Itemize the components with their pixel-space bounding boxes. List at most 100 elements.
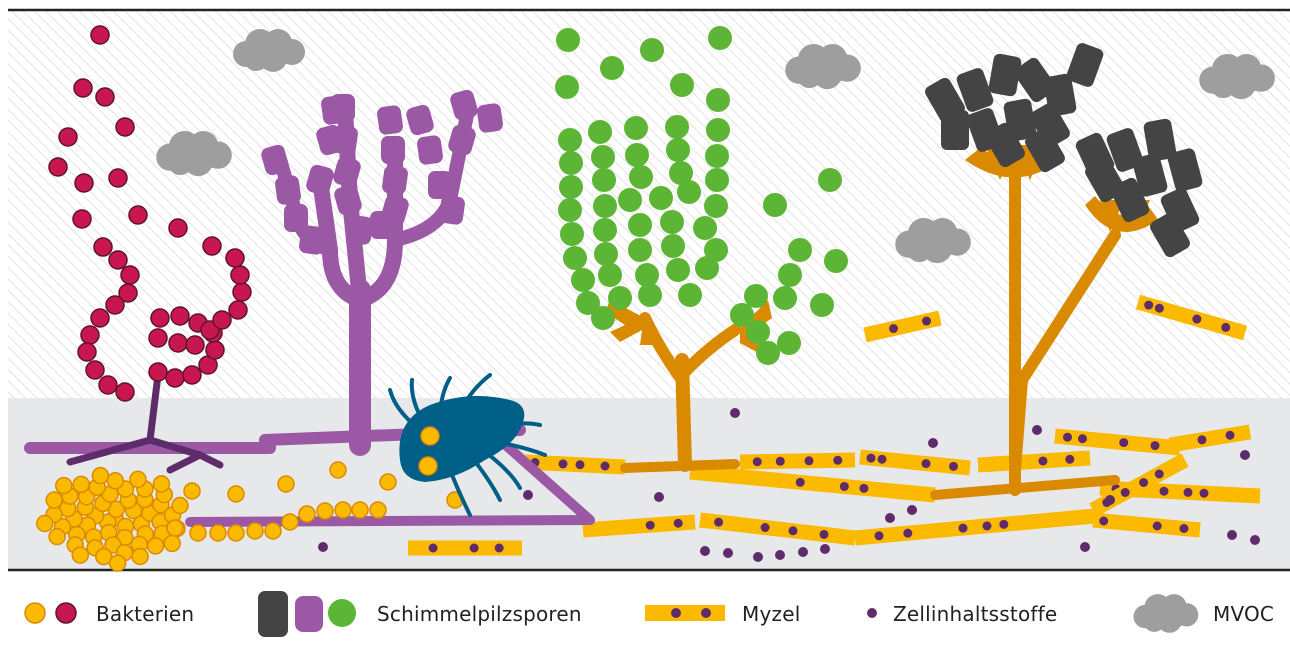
bacterium-icon bbox=[184, 483, 200, 499]
bacterium-icon bbox=[92, 468, 108, 484]
cell-content-icon bbox=[1032, 425, 1042, 435]
bacterium-icon bbox=[226, 249, 244, 267]
mould-spore-icon bbox=[625, 143, 649, 167]
mould-spore-icon bbox=[705, 144, 729, 168]
bacterium-icon bbox=[86, 361, 104, 379]
bacterium-icon bbox=[164, 535, 180, 551]
bacterium-icon bbox=[151, 309, 169, 327]
bacterium-icon bbox=[56, 478, 72, 494]
cell-content-icon bbox=[775, 550, 785, 560]
bacterium-icon bbox=[49, 158, 67, 176]
bacterium-icon bbox=[380, 474, 396, 490]
bacterium-icon bbox=[78, 343, 96, 361]
legend-cell-content-icon bbox=[867, 608, 877, 618]
legend-bacteria-icons bbox=[25, 603, 76, 623]
cell-content-icon bbox=[1250, 535, 1260, 545]
mould-spore-icon bbox=[598, 263, 622, 287]
cell-content-icon bbox=[730, 408, 740, 418]
bacterium-icon bbox=[91, 309, 109, 327]
mould-spore-icon bbox=[666, 258, 690, 282]
bacterium-icon bbox=[190, 525, 206, 541]
bacterium-icon bbox=[91, 26, 109, 44]
legend-cell-contents-label: Zellinhaltsstoffe bbox=[893, 602, 1057, 626]
mould-spore-icon bbox=[704, 194, 728, 218]
mould-spore-icon bbox=[677, 180, 701, 204]
bacterium-icon bbox=[129, 206, 147, 224]
mould-spore-icon bbox=[563, 246, 587, 270]
bacterium-icon bbox=[106, 296, 124, 314]
cell-content-icon bbox=[753, 552, 763, 562]
mould-spore-icon bbox=[665, 115, 689, 139]
cell-content-icon bbox=[1105, 495, 1115, 505]
bacterium-icon bbox=[75, 174, 93, 192]
mould-spore-icon bbox=[640, 38, 664, 62]
bacterium-icon bbox=[153, 476, 169, 492]
mould-spore-icon bbox=[331, 124, 359, 155]
mould-spore-icon bbox=[274, 174, 302, 205]
bacterium-icon bbox=[228, 525, 244, 541]
bacterium-icon bbox=[94, 238, 112, 256]
bacterium-icon bbox=[265, 523, 281, 539]
mould-spore-icon bbox=[678, 283, 702, 307]
mould-spore-icon bbox=[346, 214, 374, 245]
bacterium-icon bbox=[59, 128, 77, 146]
mould-spore-icon bbox=[778, 263, 802, 287]
bacterium-icon bbox=[169, 334, 187, 352]
legend-mycelium-label: Myzel bbox=[742, 602, 800, 626]
mould-spore-icon bbox=[695, 256, 719, 280]
bacterium-icon bbox=[203, 237, 221, 255]
cell-content-icon bbox=[885, 513, 895, 523]
bacterium-icon bbox=[213, 311, 231, 329]
mould-spore-icon bbox=[558, 128, 582, 152]
mould-spore-icon bbox=[298, 224, 326, 255]
mould-spore-icon bbox=[416, 134, 444, 165]
bacterium-icon bbox=[149, 329, 167, 347]
mould-spore-icon bbox=[818, 168, 842, 192]
cell-content-icon bbox=[523, 490, 533, 500]
bacterium-icon bbox=[282, 514, 298, 530]
mould-spore-icon bbox=[706, 88, 730, 112]
bacterium-icon bbox=[109, 251, 127, 269]
mould-spore-icon bbox=[593, 218, 617, 242]
mould-spore-icon bbox=[593, 194, 617, 218]
mould-spore-icon bbox=[591, 145, 615, 169]
bacterium-icon bbox=[231, 266, 249, 284]
bacterium-icon bbox=[233, 283, 251, 301]
legend-mvoc-label: MVOC bbox=[1213, 602, 1274, 626]
mould-spore-icon bbox=[588, 120, 612, 144]
mould-spore-icon bbox=[670, 73, 694, 97]
mould-spore-icon bbox=[628, 213, 652, 237]
mould-spore-icon bbox=[592, 168, 616, 192]
legend-bacteria-label: Bakterien bbox=[96, 602, 194, 626]
mould-spore-icon bbox=[708, 26, 732, 50]
mould-spore-icon bbox=[628, 238, 652, 262]
mould-spore-icon bbox=[376, 104, 404, 135]
mould-spore-icon bbox=[941, 110, 969, 150]
cell-content-icon bbox=[700, 546, 710, 556]
bacterium-icon bbox=[247, 523, 263, 539]
mould-spore-icon bbox=[618, 188, 642, 212]
bacterium-icon bbox=[206, 341, 224, 359]
bacterium-icon bbox=[116, 118, 134, 136]
mould-spore-icon bbox=[638, 283, 662, 307]
bacterium-icon bbox=[278, 476, 294, 492]
bacterium-icon bbox=[166, 369, 184, 387]
bacterium-icon bbox=[132, 549, 148, 565]
cell-content-icon bbox=[318, 542, 328, 552]
mould-spore-icon bbox=[558, 198, 582, 222]
legend-spore-icons bbox=[258, 591, 356, 637]
mould-spore-icon bbox=[331, 94, 355, 122]
legend-mycelium-icon bbox=[645, 605, 725, 621]
bacterium-icon bbox=[167, 520, 183, 536]
cell-content-icon bbox=[907, 505, 917, 515]
bacterium-icon bbox=[317, 503, 333, 519]
bacterium-icon bbox=[46, 492, 62, 508]
bacterium-icon bbox=[96, 88, 114, 106]
bacterium-icon bbox=[49, 529, 65, 545]
mould-spore-icon bbox=[600, 56, 624, 80]
mould-spore-icon bbox=[763, 193, 787, 217]
bacterium-icon bbox=[81, 326, 99, 344]
mould-spore-icon bbox=[476, 102, 504, 133]
bacterium-icon bbox=[109, 169, 127, 187]
